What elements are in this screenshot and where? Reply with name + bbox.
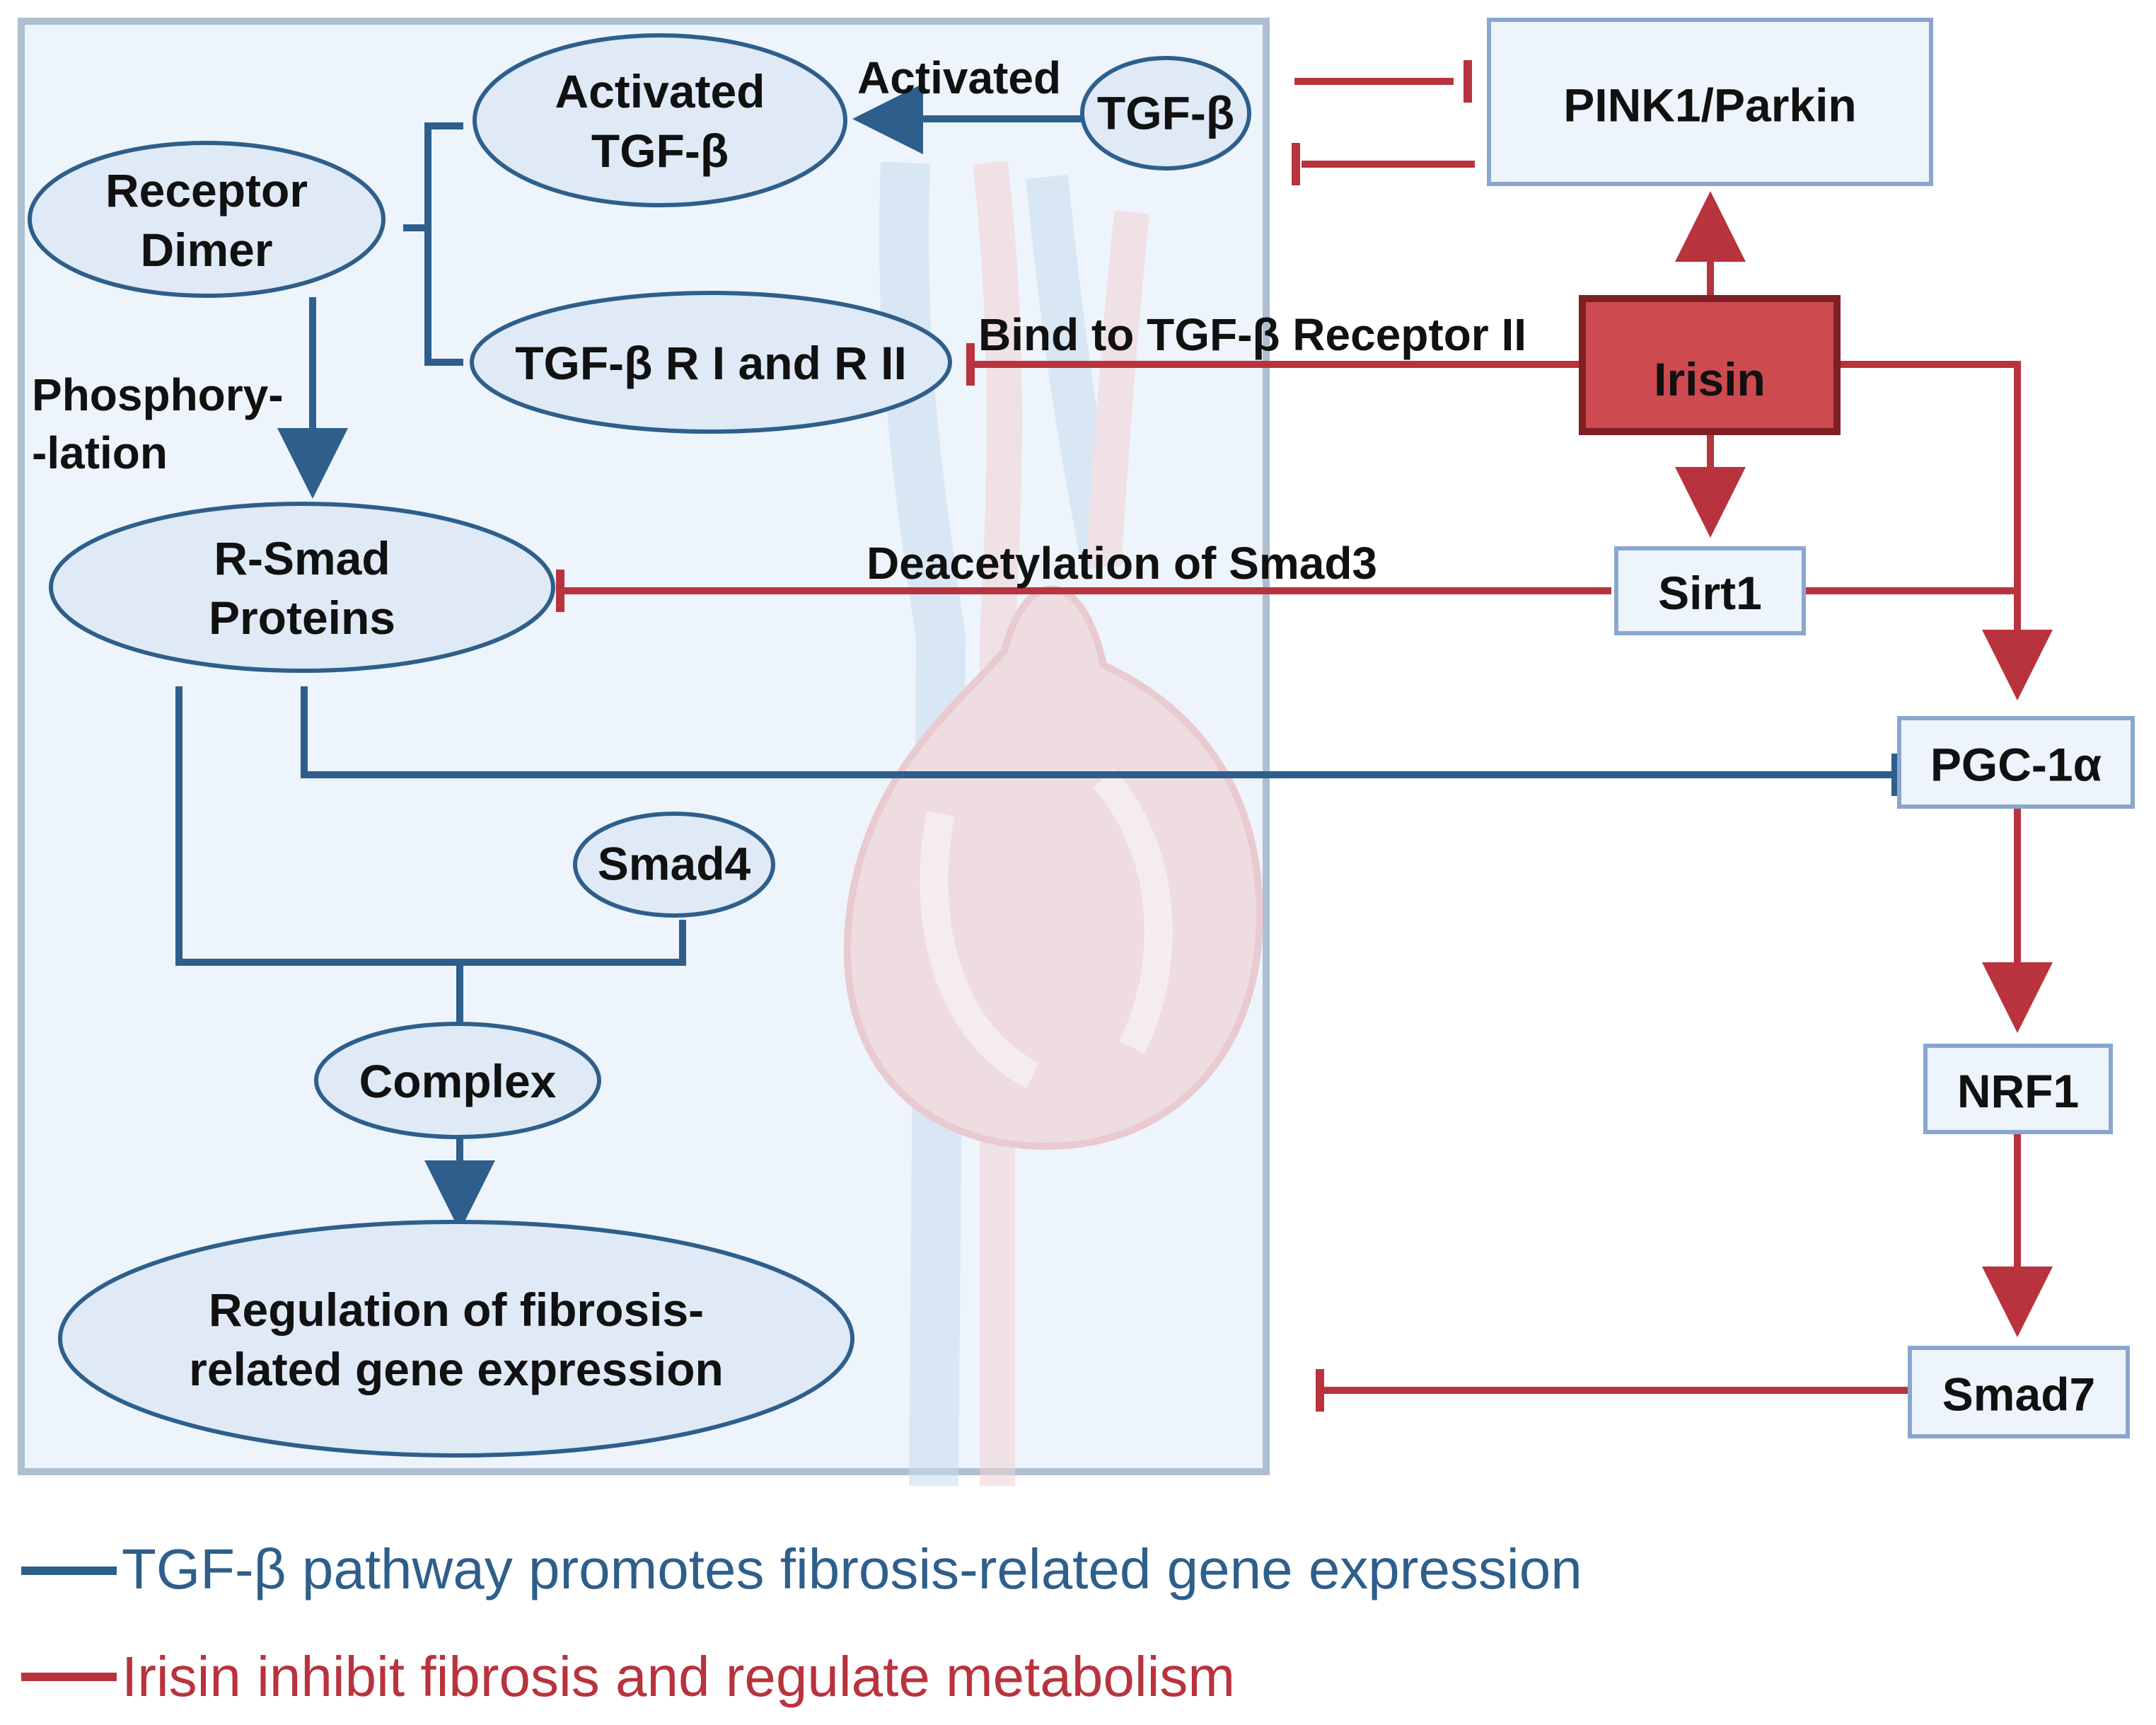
node-complex-shape (314, 1022, 601, 1139)
node-pgc1a-label: PGC-1α (1930, 738, 2102, 790)
edge-receptor-bracket (424, 122, 463, 366)
node-tgfb-receptors-shape (470, 291, 952, 434)
node-tgfb-receptors: TGF-β R I and R II (470, 291, 952, 434)
node-smad4-shape (573, 812, 775, 918)
node-regulation-shape (58, 1220, 854, 1458)
node-complex-label: Complex (359, 1055, 557, 1107)
label-bind-receptor: Bind to TGF-β Receptor II (978, 309, 1526, 360)
node-tgfb-label: TGF-β (1097, 86, 1234, 139)
node-tgfb: TGF-β (1080, 56, 1251, 171)
node-pink1-parkin-shape (1487, 18, 1933, 186)
label-activated: Activated (857, 52, 1061, 103)
node-regulation-label: Regulation of fibrosis-related gene expr… (189, 1283, 724, 1395)
node-nrf1-label: NRF1 (1957, 1065, 2079, 1117)
edge-irisin-to-pgc1a (1837, 361, 2053, 700)
node-pgc1a: PGC-1α (1897, 716, 2135, 809)
node-pink1-parkin-label: PINK1/Parkin (1563, 79, 1857, 131)
node-pgc1a-shape (1897, 716, 2135, 809)
node-regulation: Regulation of fibrosis-related gene expr… (58, 1220, 854, 1458)
node-irisin: Irisin (1579, 295, 1841, 435)
node-smad7: Smad7 (1908, 1346, 2130, 1438)
node-tgfb-receptors-label: TGF-β R I and R II (515, 337, 907, 389)
node-irisin-label: Irisin (1654, 353, 1766, 405)
legend-red-label: Irisin inhibit fibrosis and regulate met… (122, 1645, 1235, 1708)
edge-rsmad-to-complex (175, 686, 686, 966)
node-sirt1-shape (1614, 546, 1806, 635)
node-activated-tgfb-shape (473, 33, 847, 207)
node-r-smad-proteins-shape (49, 502, 555, 673)
node-receptor-dimer-shape (28, 141, 386, 298)
label-phosphorylation: Phosphory--lation (32, 369, 284, 478)
node-smad4-label: Smad4 (598, 838, 751, 890)
node-irisin-shape (1579, 295, 1841, 435)
node-smad7-label: Smad7 (1942, 1368, 2095, 1420)
node-nrf1: NRF1 (1923, 1044, 2113, 1134)
node-nrf1-shape (1923, 1044, 2113, 1134)
legend-blue-label: TGF-β pathway promotes fibrosis-related … (122, 1538, 1582, 1600)
node-smad4: Smad4 (573, 812, 775, 918)
node-pink1-parkin: PINK1/Parkin (1487, 18, 1933, 186)
label-deacetylation: Deacetylation of Smad3 (867, 538, 1377, 589)
node-complex: Complex (314, 1022, 601, 1139)
node-sirt1-label: Sirt1 (1658, 567, 1762, 619)
node-smad7-shape (1908, 1346, 2130, 1438)
node-tgfb-shape (1080, 56, 1251, 171)
node-sirt1: Sirt1 (1614, 546, 1806, 635)
edge-rsmad-to-pgc1a (301, 686, 1896, 778)
